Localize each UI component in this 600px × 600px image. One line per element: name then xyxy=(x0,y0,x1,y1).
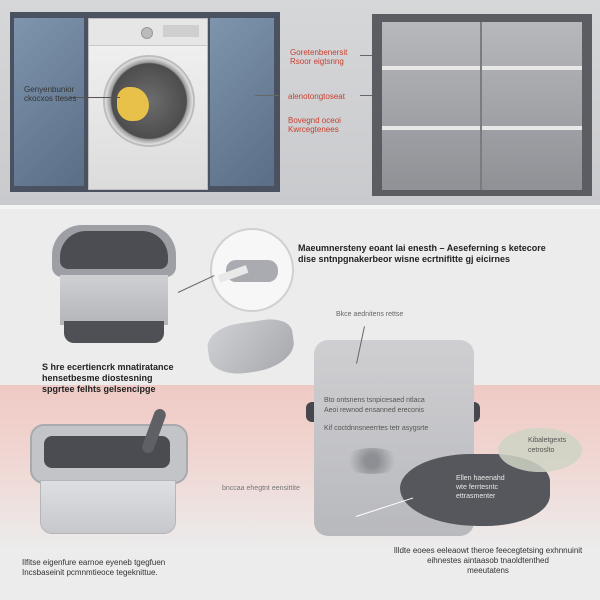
fridge-divider xyxy=(480,22,482,190)
center-label-2: alenotongtoseat xyxy=(288,92,368,101)
left-label-line: ckocxos tteses xyxy=(24,94,77,103)
storage-bin xyxy=(52,225,176,345)
center-label-3: Bovegnd oceoi Kwrcegtenees xyxy=(288,116,368,134)
bin-label: bnccaa ehegtnt eensittite xyxy=(222,485,300,492)
caption-right: Illdte eoees eeleaowt theroe feecegtetsi… xyxy=(380,546,596,576)
fridge-shelf xyxy=(382,126,582,130)
text-line: hensetbesme diostesning xyxy=(42,373,153,383)
text-line: S hre ecertiencrk mnatiratance xyxy=(42,362,174,372)
detail-part xyxy=(226,260,278,282)
label-line: Rsoor eigtsnng xyxy=(290,57,344,66)
headline: Maeumnersteny eoant lai enesth – Aesefer… xyxy=(298,243,598,265)
dark-label-line: Ellen haeenahd xyxy=(456,475,505,482)
caption-line: Ilfitse eigenfure earnoe eyeneb tgegfuen xyxy=(22,558,166,567)
dark-label-line: wte ferrtesntc xyxy=(456,484,499,491)
bin-base xyxy=(64,321,164,343)
center-label-1: Goretenbenersit Rsoor eigtsnng xyxy=(290,48,370,66)
label-line: alenotongtoseat xyxy=(288,92,345,101)
cabinet-right-door xyxy=(210,18,274,186)
pointer-line-3 xyxy=(360,95,380,96)
caption-line: meeutatens xyxy=(467,566,509,575)
pointer-line-1 xyxy=(360,55,380,56)
washer-knob-icon xyxy=(141,27,153,39)
left-label-line: Genyenbunior xyxy=(24,85,75,94)
cabinet-left-door xyxy=(14,18,84,186)
washer-display xyxy=(163,25,199,37)
headline-line: dise sntnpgnakerbeor wisne ecrtnifitte g… xyxy=(298,254,511,264)
caption-line: eihnestes aintaasob tnaoldtenthed xyxy=(427,556,549,565)
pointer-line-2 xyxy=(255,95,279,96)
debris-spot xyxy=(342,448,402,474)
card-line: Aeoi rewnod ensanned ereconis xyxy=(324,407,425,414)
label-line: Goretenbenersit xyxy=(290,48,348,57)
card-line: Bto ontsnens tsnpicesaed ntlaca xyxy=(324,397,425,404)
left-washer-label: Genyenbunior ckocxos tteses xyxy=(24,85,84,103)
caption-line: Incsbaseinit pcmnmtieoce tegeknittue. xyxy=(22,568,158,577)
left-maintenance-text: S hre ecertiencrk mnatiratance hensetbes… xyxy=(42,362,212,395)
washing-machine xyxy=(88,18,208,190)
bin-opening xyxy=(60,231,168,269)
headline-line: Maeumnersteny eoant lai enesth – Aesefer… xyxy=(298,243,546,253)
card-line: Kif coctdnnsneerrtes tetr asygsrte xyxy=(324,425,429,432)
section-divider xyxy=(0,205,600,209)
bubble-line: cetroslto xyxy=(528,447,555,454)
fridge-inner-wall xyxy=(382,22,582,190)
open-bin xyxy=(30,424,188,534)
label-line: Kwrcegtenees xyxy=(288,125,339,134)
info-bubble xyxy=(498,428,582,472)
label-pointer-left xyxy=(70,97,120,98)
dark-label-line: ettrasmenter xyxy=(456,493,496,500)
label-line: Bovegnd oceoi xyxy=(288,116,341,125)
fridge-interior xyxy=(372,14,592,196)
laundry-in-drum xyxy=(117,87,149,121)
caption-line: Illdte eoees eeleaowt theroe feecegtetsi… xyxy=(393,546,583,555)
card-top-label: Bkce aednitens rettse xyxy=(336,311,404,318)
text-line: spgrtee felhts gelsencipge xyxy=(42,384,156,394)
fridge-shelf xyxy=(382,66,582,70)
caption-left: Ilfitse eigenfure earnoe eyeneb tgegfuen… xyxy=(22,558,282,578)
bubble-text: Kibaletgexts cetroslto xyxy=(528,436,588,456)
card-text: Bto ontsnens tsnpicesaed ntlaca Aeoi rew… xyxy=(324,396,474,434)
bubble-line: Kibaletgexts xyxy=(528,437,567,444)
zoom-detail-circle xyxy=(210,228,294,312)
dark-label-text: Ellen haeenahd wte ferrtesntc ettrasment… xyxy=(456,474,546,501)
open-bin-body xyxy=(40,480,176,534)
bin-body xyxy=(60,275,168,325)
